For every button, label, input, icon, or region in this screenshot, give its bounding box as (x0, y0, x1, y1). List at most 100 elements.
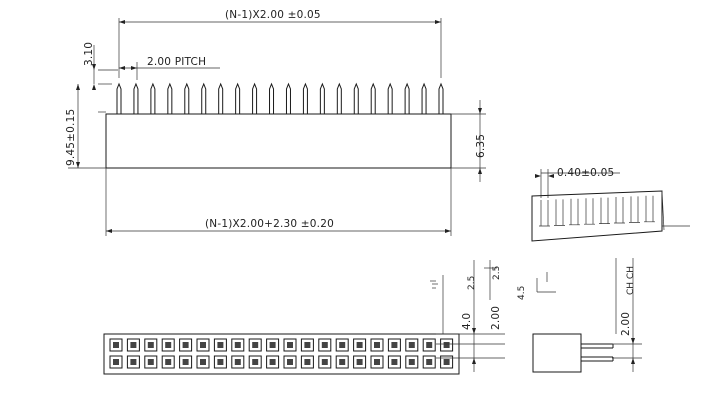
cavity-contact (408, 359, 415, 365)
cavity-contact (165, 342, 172, 348)
detail-pin (644, 195, 655, 223)
dim-pin-height: 3.10 (83, 42, 95, 66)
dim-body-height: 6.35 (475, 134, 487, 158)
detail-pin (599, 197, 610, 224)
cavity (353, 338, 367, 352)
cavity (126, 355, 140, 369)
cavity-contact (374, 359, 380, 365)
detail-pin (539, 200, 550, 227)
cavity (370, 355, 384, 369)
cavity-contact (443, 359, 450, 365)
cavity (161, 338, 175, 352)
detail-pin (569, 198, 580, 226)
cavity-contact (147, 359, 154, 365)
cavity (126, 338, 140, 352)
cavity (231, 355, 245, 369)
cavity (109, 355, 123, 369)
cavity-contact (269, 342, 276, 348)
cavity (353, 355, 367, 369)
cavity-contact (130, 359, 137, 365)
dim-body-width: (N-1)X2.00+2.30 ±0.20 (205, 218, 334, 230)
top-view (103, 333, 460, 375)
cavity (213, 355, 227, 369)
cavity-contact (200, 342, 206, 348)
cavity-contact (113, 342, 119, 348)
cavity-grid (109, 338, 454, 369)
cavity-contact (130, 342, 137, 348)
front-elevation: (N-1)X2.00 ±0.05 2.00 PITCH 3.10 9.45±0.… (65, 9, 487, 236)
cavity (405, 338, 419, 352)
detail-pin (614, 197, 625, 224)
cavity (196, 338, 210, 352)
cavity-contact (426, 342, 433, 348)
cavity-contact (426, 359, 433, 365)
cavity-contact (147, 342, 154, 348)
cavity-contact (182, 359, 189, 365)
cavity (283, 355, 297, 369)
pin (438, 82, 444, 114)
pin (116, 82, 122, 114)
cavity-contact (252, 342, 259, 348)
pin (218, 82, 224, 114)
dim-depth-front: 4.0 (461, 313, 473, 330)
pin (184, 82, 190, 114)
cavity (161, 355, 175, 369)
cavity (266, 355, 280, 369)
dim-overall-height: 9.45±0.15 (65, 109, 77, 166)
cavity (370, 338, 384, 352)
dim-row-pitch-side: 2.00 (620, 312, 632, 336)
pin-detail: 0.40±0.05 (531, 167, 690, 242)
pin (285, 82, 291, 114)
pin (353, 82, 359, 114)
cavity (266, 338, 280, 352)
cavity-contact (287, 342, 293, 348)
cavity (248, 338, 262, 352)
cavity (144, 338, 158, 352)
cavity-contact (304, 359, 311, 365)
pin-row-top (116, 82, 444, 114)
pin (269, 82, 275, 114)
dim-pin-width: 0.40±0.05 (557, 167, 614, 179)
cavity-contact (374, 342, 380, 348)
cavity-contact (321, 342, 328, 348)
pin (370, 82, 376, 114)
cavity-contact (269, 359, 276, 365)
dim-pitch: 2.00 PITCH (147, 56, 206, 68)
cavity-contact (443, 342, 450, 348)
cavity-contact (408, 342, 415, 348)
dim-small-1: 2.5 (467, 276, 477, 290)
pin (252, 82, 258, 114)
cavity-contact (304, 342, 311, 348)
pin (336, 82, 342, 114)
cavity (109, 338, 123, 352)
cavity-contact (321, 359, 328, 365)
cavity (405, 355, 419, 369)
detail-pin-group (539, 195, 655, 227)
cavity-contact (287, 359, 293, 365)
cavity-contact (356, 359, 363, 365)
cavity (300, 355, 314, 369)
side-body (532, 333, 582, 373)
cavity (213, 338, 227, 352)
detail-pin (629, 196, 640, 223)
pin (404, 82, 410, 114)
pin (421, 82, 427, 114)
cavity (440, 355, 454, 369)
cavity (422, 355, 436, 369)
dim-small-3: 4.5 (517, 286, 527, 300)
cavity (335, 338, 349, 352)
cavity-contact (234, 359, 241, 365)
cavity (318, 338, 332, 352)
header-body (105, 113, 452, 169)
cavity (387, 338, 401, 352)
detail-body (531, 190, 663, 242)
cavity-contact (339, 342, 346, 348)
pin (201, 82, 207, 114)
cavity-contact (391, 359, 398, 365)
cavity (283, 338, 297, 352)
cavity-contact (234, 342, 241, 348)
cavity-contact (182, 342, 189, 348)
cavity-contact (252, 359, 259, 365)
detail-pin (584, 198, 595, 225)
